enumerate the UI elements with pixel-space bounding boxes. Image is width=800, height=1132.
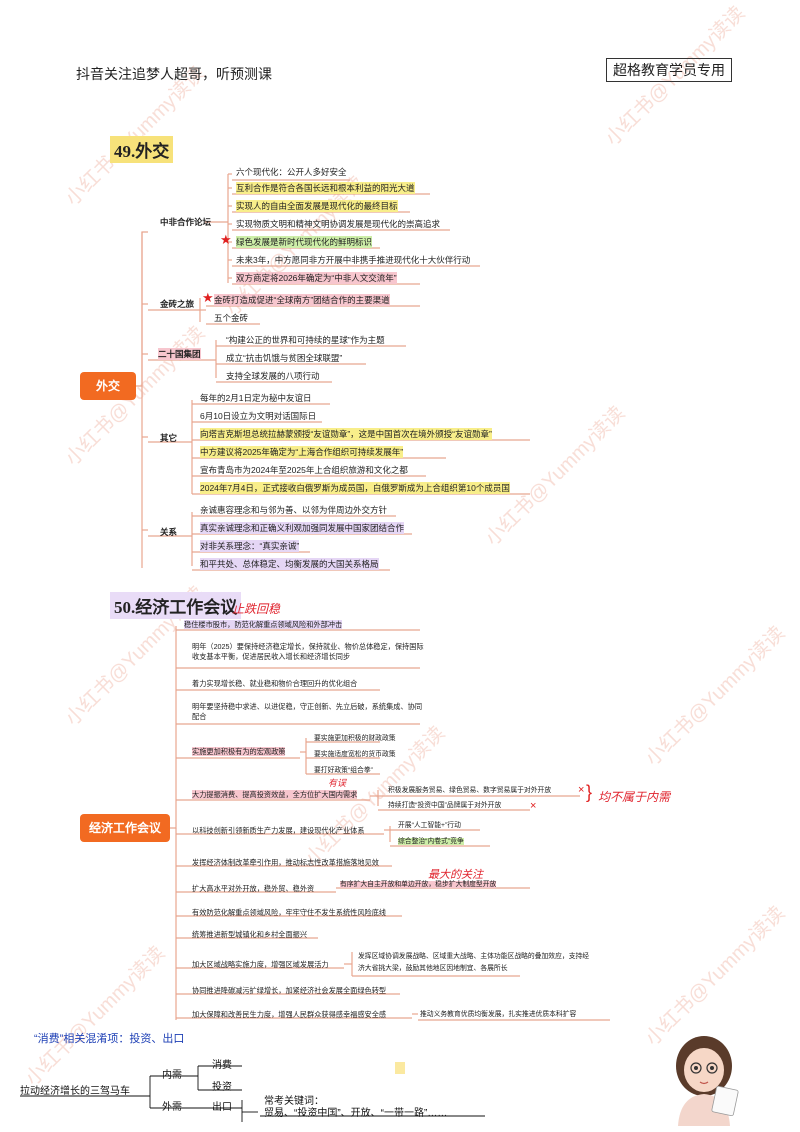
econ-item-8: 发挥经济体制改革牵引作用，推动标志性改革措施落地见效 [192,858,379,867]
g20-item-2: 成立“抗击饥饿与贫困全球联盟” [226,353,343,363]
other-item-6: 2024年7月4日，正式接收白俄罗斯为成员国，白俄罗斯成为上合组织第10个成员国 [200,482,510,494]
econ-item-2: 明年（2025）要保持经济稳定增长，保持就业、物价总体稳定，保持国际收支基本平衡… [192,642,424,661]
macro-sub-2: 要实施适度宽松的货币政策 [314,751,396,758]
branch-china-africa: 中非合作论坛 [160,217,212,227]
keywords: 贸易、“投资中国”、开放、“一带一路”…… [264,1108,448,1119]
other-item-4: 中方建议将2025年确定为“上海合作组织可持续发展年” [200,446,404,458]
ca-item-7: 双方商定将2026年确定为“中非人文交流年” [236,272,397,284]
outer-demand: 外需 [162,1102,182,1113]
region-sub-1: 发挥区域协调发展战略、区域重大战略、主体功能区战略的叠加效应，支持经 [358,953,590,960]
three-engines-root: 拉动经济增长的三驾马车 [20,1086,130,1097]
cross-icon: × [578,784,585,796]
branch-g20: 二十国集团 [158,348,201,360]
branch-relations: 关系 [160,527,178,537]
star-icon: ★ [220,232,232,247]
econ-item-11: 统筹推进新型城镇化和乡村全面振兴 [192,930,308,939]
rel-item-2: 真实亲诚理念和正确义利观加强同发展中国家团结合作 [200,522,405,534]
tech-sub-1: 开展“人工智能+”行动 [398,822,461,829]
cross-icon: × [530,800,537,812]
open-sub: 有序扩大自主开放和单边开放，稳步扩大制度型开放 [340,881,497,888]
econ-item-4: 明年要坚持稳中求进、以进促稳，守正创新、先立后破，系统集成、协同配合 [192,702,423,721]
brics-item-2: 五个金砖 [214,313,249,323]
macro-sub-3: 要打好政策“组合拳” [314,767,373,774]
branch-others: 其它 [160,433,178,443]
other-item-5: 宣布青岛市为2024年至2025年上合组织旅游和文化之都 [200,465,408,475]
handwritten-note: 最大的关注 [428,868,483,881]
rel-item-1: 亲诚惠容理念和与邻为善、以邻为伴周边外交方针 [200,505,388,515]
g20-item-3: 支持全球发展的八项行动 [226,371,320,381]
econ-item-1: 稳住楼市股市，防范化解重点领域风险和外部冲击 [184,620,343,629]
header-right: 超格教育学员专用 [606,58,732,82]
section1-title: 49.外交 [110,136,174,163]
handwritten-note: 止跌回稳 [232,602,281,616]
consume-label: 消费 [212,1060,232,1071]
export-label: 出口 [212,1102,232,1113]
handwritten-note: 均不属于内需 [598,790,671,804]
econ-item-3: 着力实现增长稳、就业稳和物价合理回升的优化组合 [192,679,358,688]
g20-item-1: “构建公正的世界和可持续的星球”作为主题 [226,335,385,345]
keyword-label: 常考关键词： [264,1096,324,1107]
section2-root: 经济工作会议 [80,814,170,842]
demand-sub-2: 持续打造“投资中国”品牌属于对外开放 [388,802,502,809]
ca-item-2: 互利合作是符合各国长远和根本利益的阳光大道 [236,182,415,194]
bracket-icon: } [586,782,593,802]
ca-item-6: 未来3年，中方愿同非方开展中非携手推进现代化十大伙伴行动 [236,255,471,265]
region-sub-2: 济大省挑大梁，鼓励其他地区因地制宜、各展所长 [358,965,508,972]
econ-item-12: 加大区域战略实施力度，增强区域发展活力 [192,960,329,969]
section2-title: 50.经济工作会议 [110,592,242,619]
other-item-2: 6月10日设立为文明对话国际日 [200,411,317,421]
econ-item-13: 协同推进降碳减污扩绿增长，加紧经济社会发展全面绿色转型 [192,986,387,995]
bottom-title: “消费”相关混淆项：投资、出口 [34,1033,185,1045]
other-item-3: 向塔吉克斯坦总统拉赫蒙颁授“友谊勋章”，这是中国首次在境外颁授“友谊勋章” [200,428,492,440]
other-item-1: 每年的2月1日定为秘中友谊日 [200,393,312,403]
econ-item-5: 实施更加积极有为的宏观政策 [192,747,286,756]
econ-item-6: 大力提振消费、提高投资效益，全方位扩大国内需求 [192,790,358,799]
ca-item-4: 实现物质文明和精神文明协调发展是现代化的崇高追求 [236,219,441,229]
econ-item-9: 扩大高水平对外开放，稳外贸、稳外资 [192,884,315,893]
econ-item-14: 加大保障和改善民生力度，增强人民群众获得感幸福感安全感 [192,1010,387,1019]
avatar [664,1030,744,1126]
tech-sub-2: 综合整治“内卷式”竞争 [398,838,464,845]
ca-item-1: 六个现代化：公开人多好安全 [236,167,347,177]
rel-item-3: 对非关系理念：“真实亲诚” [200,540,300,552]
brics-item-1: 金砖打造成促进“全球南方”团结合作的主要渠道 [214,294,390,306]
inner-demand: 内需 [162,1070,182,1081]
sticky-note-icon [395,1062,405,1074]
people-sub: 推动义务教育优质均衡发展，扎实推进优质本科扩容 [420,1011,577,1018]
econ-item-10: 有效防范化解重点领域风险，牢牢守住不发生系统性风险底线 [192,908,387,917]
handwritten-note: 有误 [328,779,347,789]
rel-item-4: 和平共处、总体稳定、均衡发展的大国关系格局 [200,558,379,570]
ca-item-3: 实现人的自由全面发展是现代化的最终目标 [236,200,398,212]
section1-root: 外交 [80,372,136,400]
star-icon: ★ [202,290,214,305]
demand-sub-1: 积极发展服务贸易、绿色贸易、数字贸易属于对外开放 [388,787,552,794]
branch-brics: 金砖之旅 [160,299,195,309]
ca-item-5: 绿色发展是新时代现代化的鲜明标识 [236,236,373,248]
header-left: 抖音关注追梦人超哥，听预测课 [76,68,272,83]
macro-sub-1: 要实施更加积极的财政政策 [314,735,396,742]
invest-label: 投资 [212,1082,232,1093]
econ-item-7: 以科技创新引领新质生产力发展，建设现代化产业体系 [192,826,365,835]
